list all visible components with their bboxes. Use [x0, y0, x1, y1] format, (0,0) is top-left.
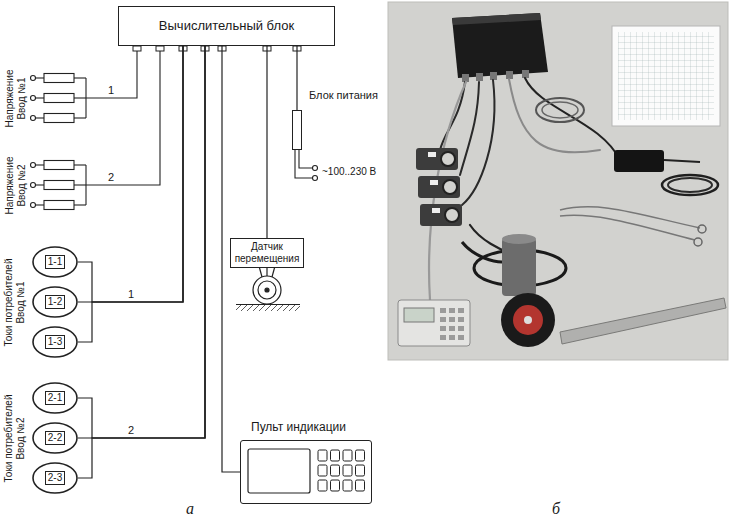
signal-wire [296, 46, 297, 110]
panel-key [356, 480, 365, 491]
clamp-outline [33, 327, 77, 357]
voltage-input-2 [31, 48, 161, 210]
node-text: Датчик перемещения [233, 241, 301, 265]
node-text: Блок питания [309, 89, 378, 102]
signal-wire [78, 46, 205, 438]
node-text: 1-1 [45, 255, 65, 269]
panel-face [241, 441, 370, 502]
signal-wire [78, 46, 205, 438]
power-supply-block: Блок питания [292, 110, 302, 150]
mains-leads [295, 150, 318, 181]
current-clamp: 1-3 [32, 326, 78, 358]
input-label: Токи потребителей Ввод №1 [3, 247, 26, 357]
node-text: 2-2 [45, 431, 65, 445]
bus-number: 2 [128, 424, 134, 437]
current-clamp: 1-1 [32, 246, 78, 278]
subfigure-letter: б [552, 500, 560, 518]
panel-key [318, 465, 327, 476]
bus-number: 1 [128, 288, 134, 301]
node-text: 2-3 [45, 471, 65, 485]
voltage-input-1 [31, 48, 138, 123]
panel-key [343, 450, 352, 461]
bus-number: 1 [108, 84, 114, 97]
unit-connectors [133, 46, 301, 51]
current-clamp: 2-2 [32, 422, 78, 454]
subfigure-letter: а [186, 500, 194, 518]
indicator-panel: Пульт индикации [240, 440, 372, 504]
node-text: 1-3 [45, 335, 65, 349]
bus-number: 2 [108, 171, 114, 184]
input-label: Напряжение Ввод №2 [4, 150, 27, 220]
input-label: Токи потребителей Ввод №2 [3, 383, 26, 493]
panel-key [356, 450, 365, 461]
clamp-outline [33, 247, 77, 277]
signal-wire [78, 46, 183, 342]
panel-key [331, 480, 340, 491]
panel-key [331, 450, 340, 461]
device-photo [388, 2, 728, 360]
panel-key [318, 450, 327, 461]
signal-wire [266, 46, 267, 238]
clamp-outline [33, 383, 77, 413]
panel-key [331, 465, 340, 476]
displacement-sensor-box: Датчик перемещения [230, 238, 304, 268]
signal-wire [78, 46, 183, 302]
measuring-wheel [236, 266, 300, 311]
node-text: 2-1 [45, 391, 65, 405]
bus-number: ~100..230 В [322, 166, 376, 178]
clamp-outline [33, 287, 77, 317]
panel-key [318, 480, 327, 491]
signal-wire [78, 46, 205, 478]
node-text: Вычислительный блок [159, 18, 294, 34]
clamp-outline [33, 463, 77, 493]
panel-key [343, 480, 352, 491]
node-text: 1-2 [45, 295, 65, 309]
node-text: Пульт индикации [251, 420, 346, 434]
clamp-outline [33, 423, 77, 453]
current-clamp: 1-2 [32, 286, 78, 318]
panel-screen [248, 449, 310, 493]
signal-wire [78, 46, 183, 302]
input-label: Напряжение Ввод №1 [4, 63, 27, 133]
panel-key [356, 465, 365, 476]
computing-unit-box: Вычислительный блок [118, 6, 335, 46]
current-clamp: 2-3 [32, 462, 78, 494]
current-clamp: 2-1 [32, 382, 78, 414]
panel-key [343, 465, 352, 476]
